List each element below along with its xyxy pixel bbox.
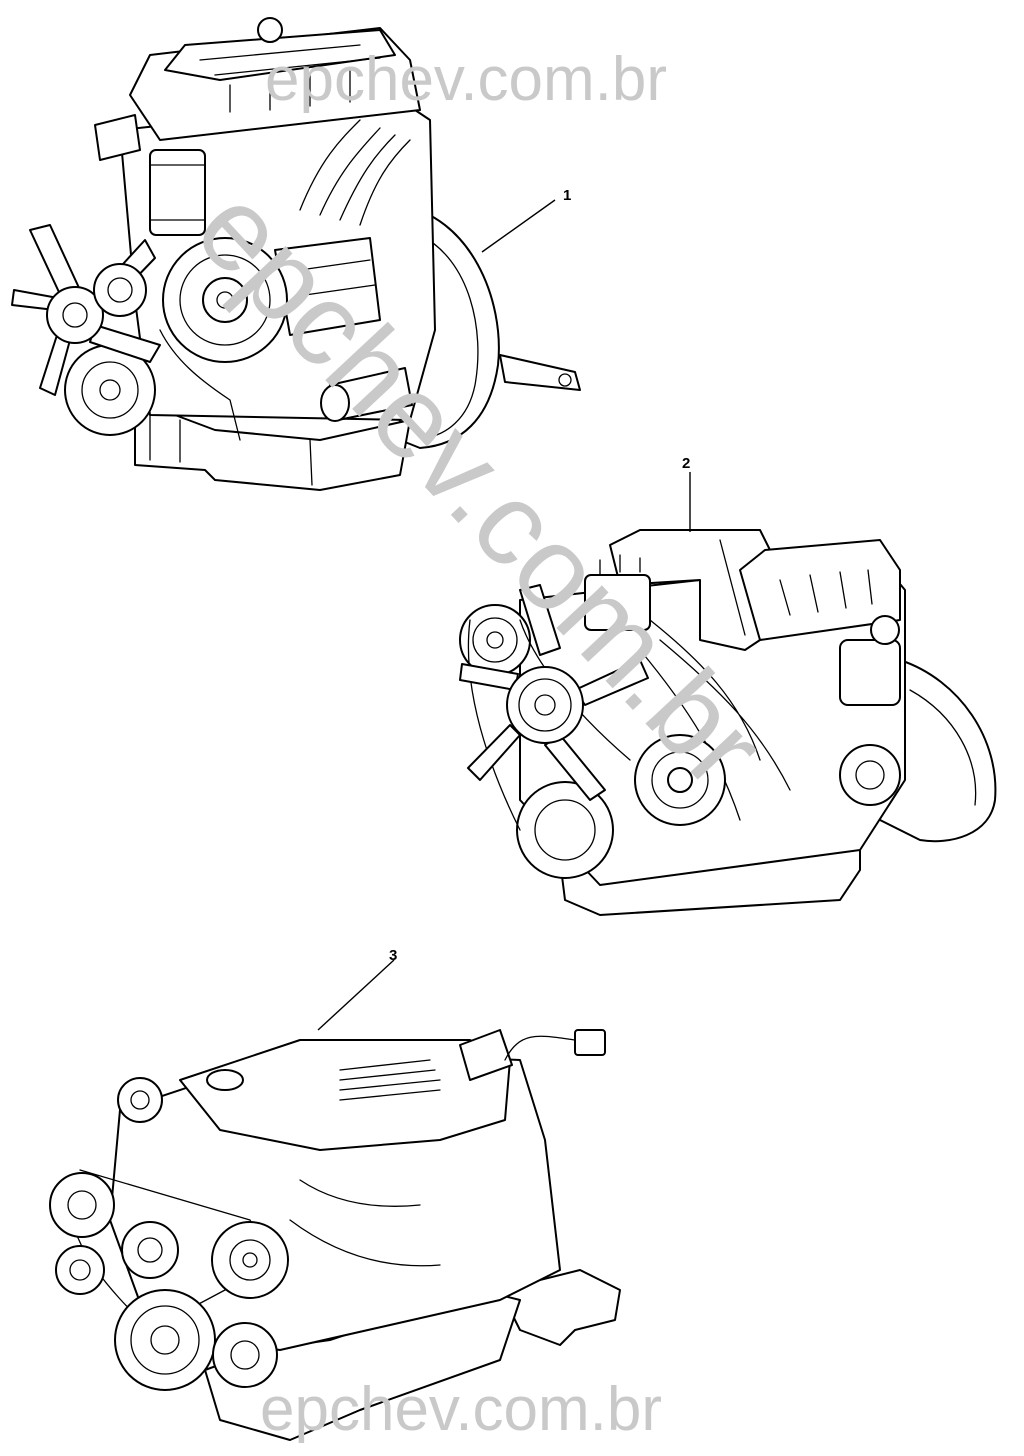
callout-3-leader bbox=[317, 959, 395, 1031]
engine-3-illustration bbox=[49, 1029, 621, 1441]
engine-2-illustration bbox=[459, 529, 997, 916]
callout-1-leader bbox=[481, 199, 556, 253]
watermark-diagonal: epchev.com.br bbox=[171, 163, 789, 813]
callout-2-label: 2 bbox=[682, 455, 690, 472]
callout-1-label: 1 bbox=[563, 187, 571, 204]
callout-3-label: 3 bbox=[389, 947, 397, 964]
watermark-bottom: epchev.com.br bbox=[260, 1375, 662, 1444]
watermark-top: epchev.com.br bbox=[265, 45, 667, 114]
engine-2-fan bbox=[459, 584, 649, 801]
engine-1-illustration bbox=[11, 17, 581, 491]
